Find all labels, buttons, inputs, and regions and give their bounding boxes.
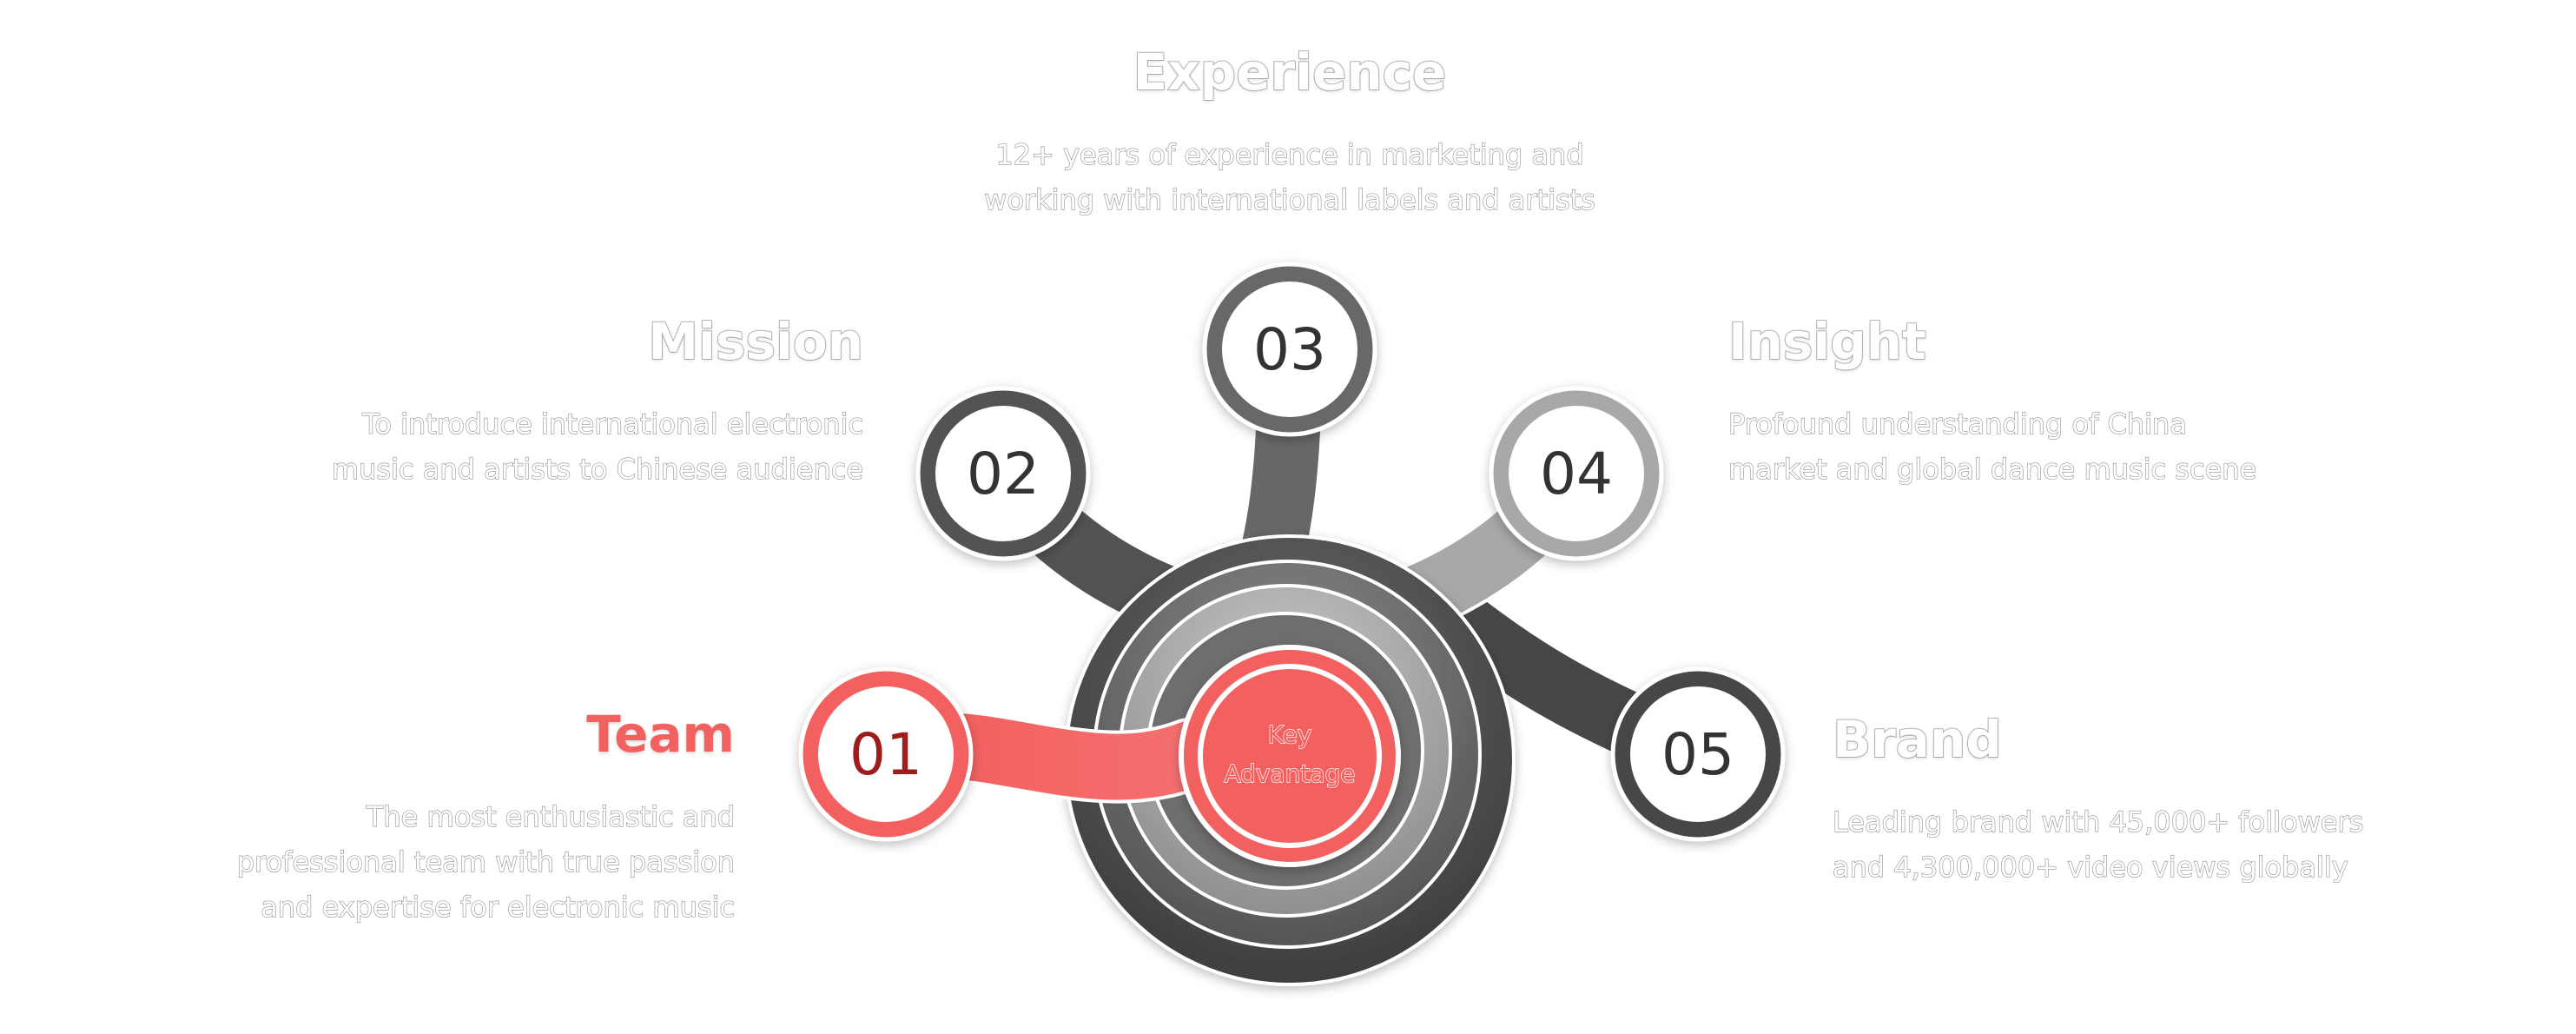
node-02: 02 — [915, 386, 1091, 561]
item-team: Team The most enthusiastic and professio… — [109, 705, 735, 930]
item-title-team: Team — [586, 705, 735, 764]
node-number-03: 03 — [1253, 316, 1326, 383]
node-01: 01 — [798, 666, 974, 842]
item-brand: Brand Leading brand with 45,000+ followe… — [1832, 710, 2493, 890]
node-number-05: 05 — [1661, 721, 1734, 788]
item-experience: Experience 12+ years of experience in ma… — [921, 43, 1659, 222]
item-title-insight: Insight — [1727, 312, 1927, 371]
node-05: 05 — [1610, 666, 1786, 842]
item-title-experience: Experience — [1133, 43, 1448, 102]
center-label-line1: Key — [1268, 720, 1312, 749]
item-title-brand: Brand — [1832, 710, 2003, 769]
node-number-02: 02 — [967, 441, 1040, 507]
item-description-mission: To introduce international electronic mu… — [331, 407, 863, 486]
item-description-brand: Leading brand with 45,000+ followers and… — [1832, 805, 2364, 884]
node-number-01: 01 — [849, 721, 922, 788]
node-number-04: 04 — [1540, 441, 1613, 507]
item-description-insight: Profound understanding of China market a… — [1727, 407, 2257, 486]
item-insight: Insight Profound understanding of China … — [1727, 312, 2354, 492]
item-description-experience: 12+ years of experience in marketing and… — [984, 137, 1596, 216]
center-label-line2: Advantage — [1224, 759, 1355, 788]
item-description-team: The most enthusiastic and professional t… — [236, 799, 735, 924]
node-03: 03 — [1202, 262, 1377, 437]
center-node: Key Advantage — [1179, 645, 1401, 867]
item-title-mission: Mission — [647, 312, 864, 371]
item-mission: Mission To introduce international elect… — [203, 312, 864, 492]
node-04: 04 — [1489, 386, 1664, 561]
